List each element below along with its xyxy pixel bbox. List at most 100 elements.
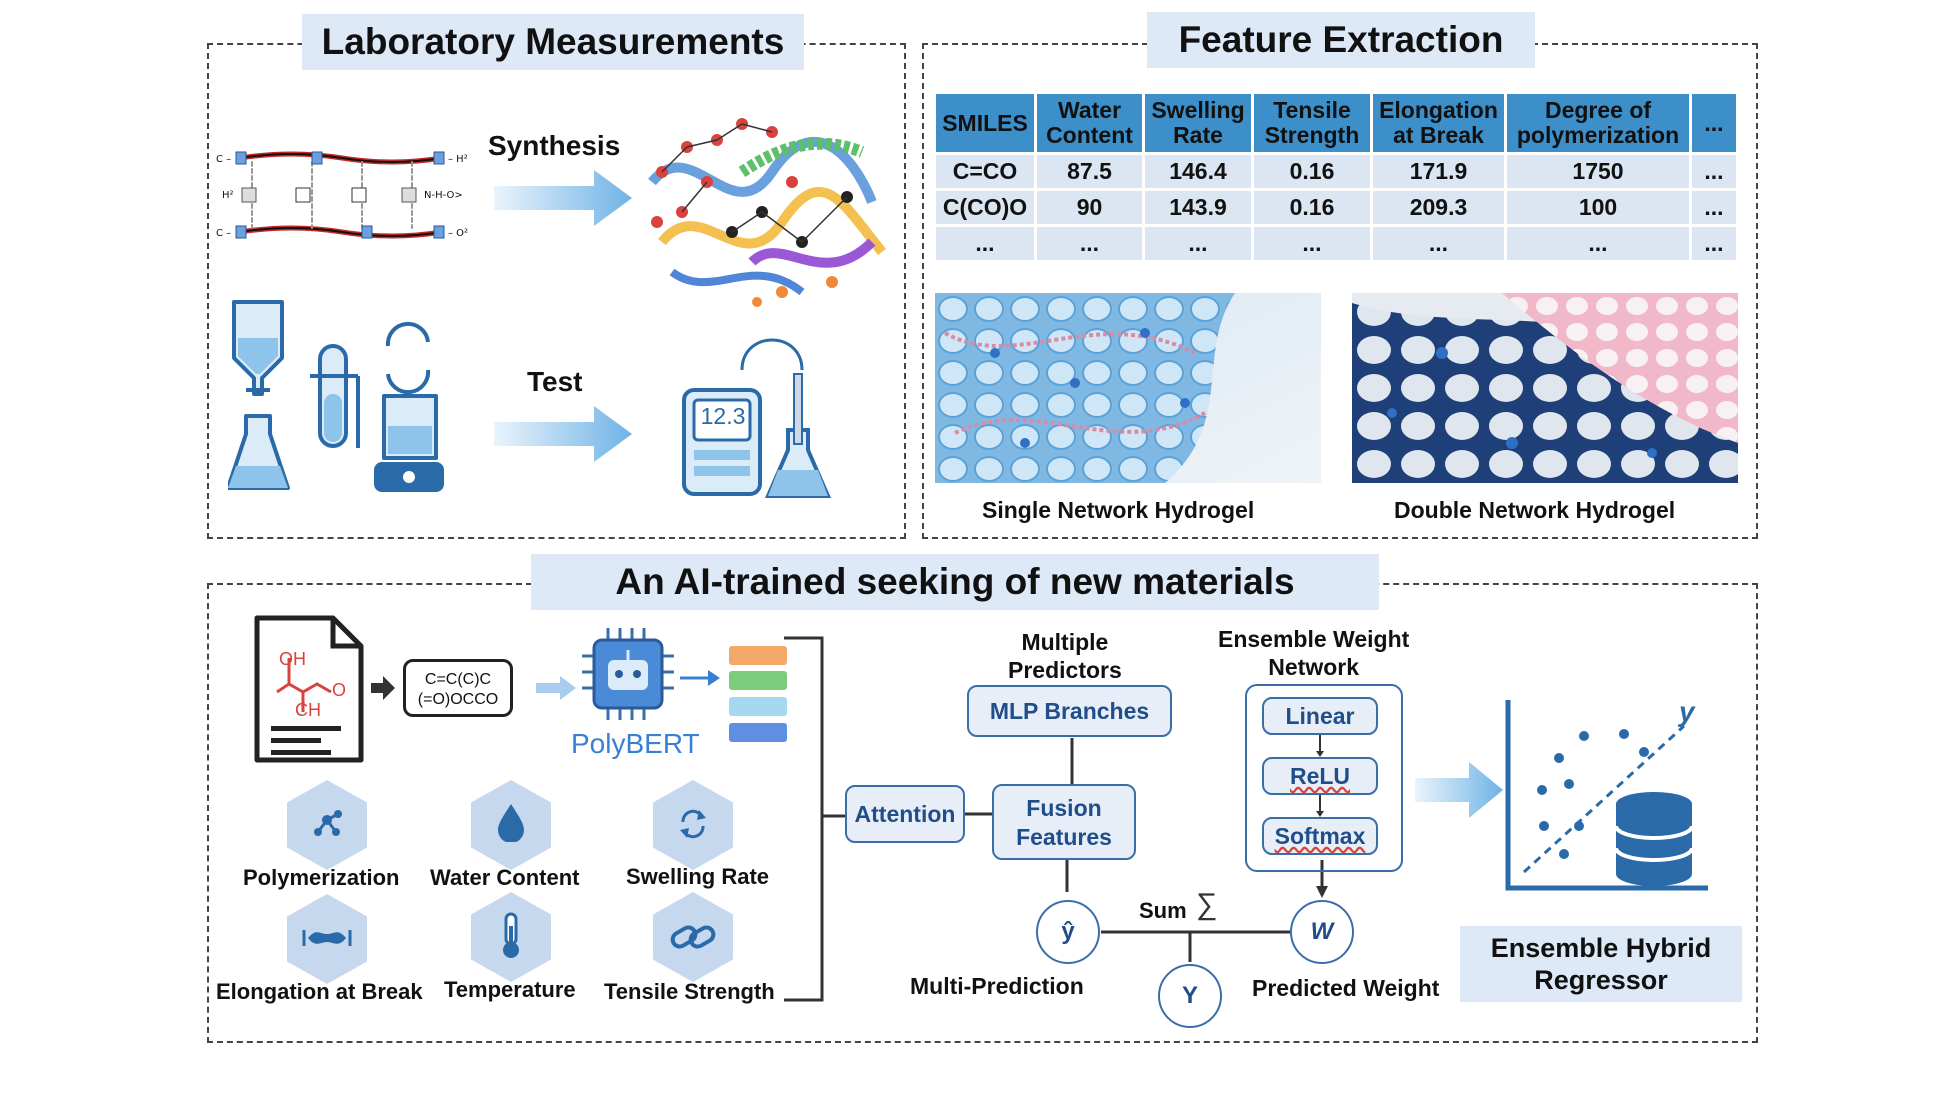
regression-plot-icon [1505,700,1708,891]
relu-layer-node: ReLU [1262,757,1378,795]
svg-text:C –: C – [216,154,231,165]
embedding-bar-green [729,671,787,690]
svg-text:C –: C – [216,228,231,239]
feature-label-elongation: Elongation at Break [216,979,423,1004]
ai-title: An AI-trained seeking of new materials [531,554,1379,610]
regressor-line2: Regressor [1534,965,1668,995]
refresh-icon [680,809,706,839]
table-cell: ... [1692,152,1736,188]
regressor-arrow-icon [1415,762,1503,818]
table-cell: ... [936,224,1034,260]
chain-link-icon [670,925,716,949]
thermometer-icon [503,912,519,958]
table-cell: 171.9 [1373,152,1504,188]
softmax-text: Softmax [1274,823,1366,849]
meter-readout: 12.3 [700,403,746,429]
table-cell: 87.5 [1037,152,1142,188]
linear-layer-node: Linear [1262,697,1378,735]
sum-label: Sum [1139,898,1187,923]
sigma-label: ∑ [1196,888,1218,921]
fusion-line1: Fusion [1026,795,1102,821]
single-network-hydrogel-image [935,293,1321,483]
table-cell: 0.16 [1254,152,1370,188]
table-cell: 209.3 [1373,188,1504,224]
table-row: C=CO 87.5 146.4 0.16 171.9 1750 ... [936,152,1736,188]
test-arrow-icon [494,406,632,462]
svg-text:N-H-O>: N-H-O> [424,190,463,201]
table-cell: 0.16 [1254,188,1370,224]
feature-title: Feature Extraction [1147,12,1535,68]
softmax-layer-node: Softmax [1262,817,1378,855]
synthesis-arrow-icon [494,170,632,226]
multiple-predictors-label: Multiple Predictors [1008,628,1122,684]
polymer-chain-diagram: C – C – H² – H² – O² N-H-O> [216,151,468,239]
plot-y-label: y [1679,696,1695,727]
polybert-label: PolyBERT [571,728,700,759]
double-network-caption: Double Network Hydrogel [1394,497,1676,523]
water-drop-icon [498,804,524,842]
multiple-predictors-line1: Multiple [1021,629,1109,655]
weight-node: W [1290,900,1354,964]
table-cell: ... [1373,224,1504,260]
table-cell: ... [1254,224,1370,260]
ensemble-weight-line1: Ensemble Weight [1218,626,1410,652]
ensemble-weight-label: Ensemble Weight Network [1218,625,1409,681]
relu-text: ReLU [1289,763,1351,789]
table-cell: 1750 [1507,152,1689,188]
bracket-connector [784,636,848,1002]
table-cell: 100 [1507,188,1689,224]
table-cell: C(CO)O [936,188,1034,224]
hydrogel-network-illustration [648,118,886,307]
embedding-bar-lightblue [729,697,787,716]
embedding-bar-blue [729,723,787,742]
table-cell: ... [1507,224,1689,260]
table-cell: 146.4 [1145,152,1251,188]
arrow-to-embeddings-icon [680,670,720,686]
table-header-smiles: SMILES [936,94,1034,152]
smiles-box: C=C(C)C (=O)OCCO [403,659,513,717]
flow-connectors [965,738,1328,962]
doc-oh-label: OH [279,649,306,669]
mlp-branches-node: MLP Branches [967,685,1172,737]
table-cell: 90 [1037,188,1142,224]
feature-label-polymerization: Polymerization [243,865,400,890]
meter-and-flask-icon [682,338,832,498]
fusion-features-node: Fusion Features [992,784,1136,860]
predicted-weight-label: Predicted Weight [1252,975,1440,1001]
lab-glassware-icon [228,300,444,492]
multi-prediction-label: Multi-Prediction [910,973,1084,999]
svg-text:– O²: – O² [448,228,468,239]
svg-text:H²: H² [222,190,234,201]
ensemble-weight-network-box [1245,684,1403,872]
y-hat-node: ŷ [1036,900,1100,964]
smiles-line-2: (=O)OCCO [417,691,499,708]
attention-node: Attention [845,785,965,843]
test-label: Test [527,366,583,397]
table-header-more: ... [1692,94,1736,152]
table-cell: ... [1037,224,1142,260]
feature-label-water-content: Water Content [430,865,580,890]
table-cell: ... [1692,224,1736,260]
single-network-caption: Single Network Hydrogel [982,497,1255,523]
document-molecule-icon [254,615,364,763]
table-cell: ... [1692,188,1736,224]
embedding-bar-orange [729,646,787,665]
table-cell: C=CO [936,152,1034,188]
molecule-icon [314,810,342,836]
elongation-icon [302,930,352,946]
light-arrow-icon [536,676,576,700]
double-network-hydrogel-image [1352,293,1738,483]
feature-label-temperature: Temperature [444,977,576,1002]
svg-text:– H²: – H² [448,154,468,165]
multiple-predictors-line2: Predictors [1008,657,1122,683]
ensemble-hybrid-regressor-box: Ensemble Hybrid Regressor [1460,926,1742,1002]
doc-ch-label: CH [295,700,321,720]
table-cell: ... [1145,224,1251,260]
big-y-node: Y [1158,964,1222,1028]
table-row: C(CO)O 90 143.9 0.16 209.3 100 ... [936,188,1736,224]
